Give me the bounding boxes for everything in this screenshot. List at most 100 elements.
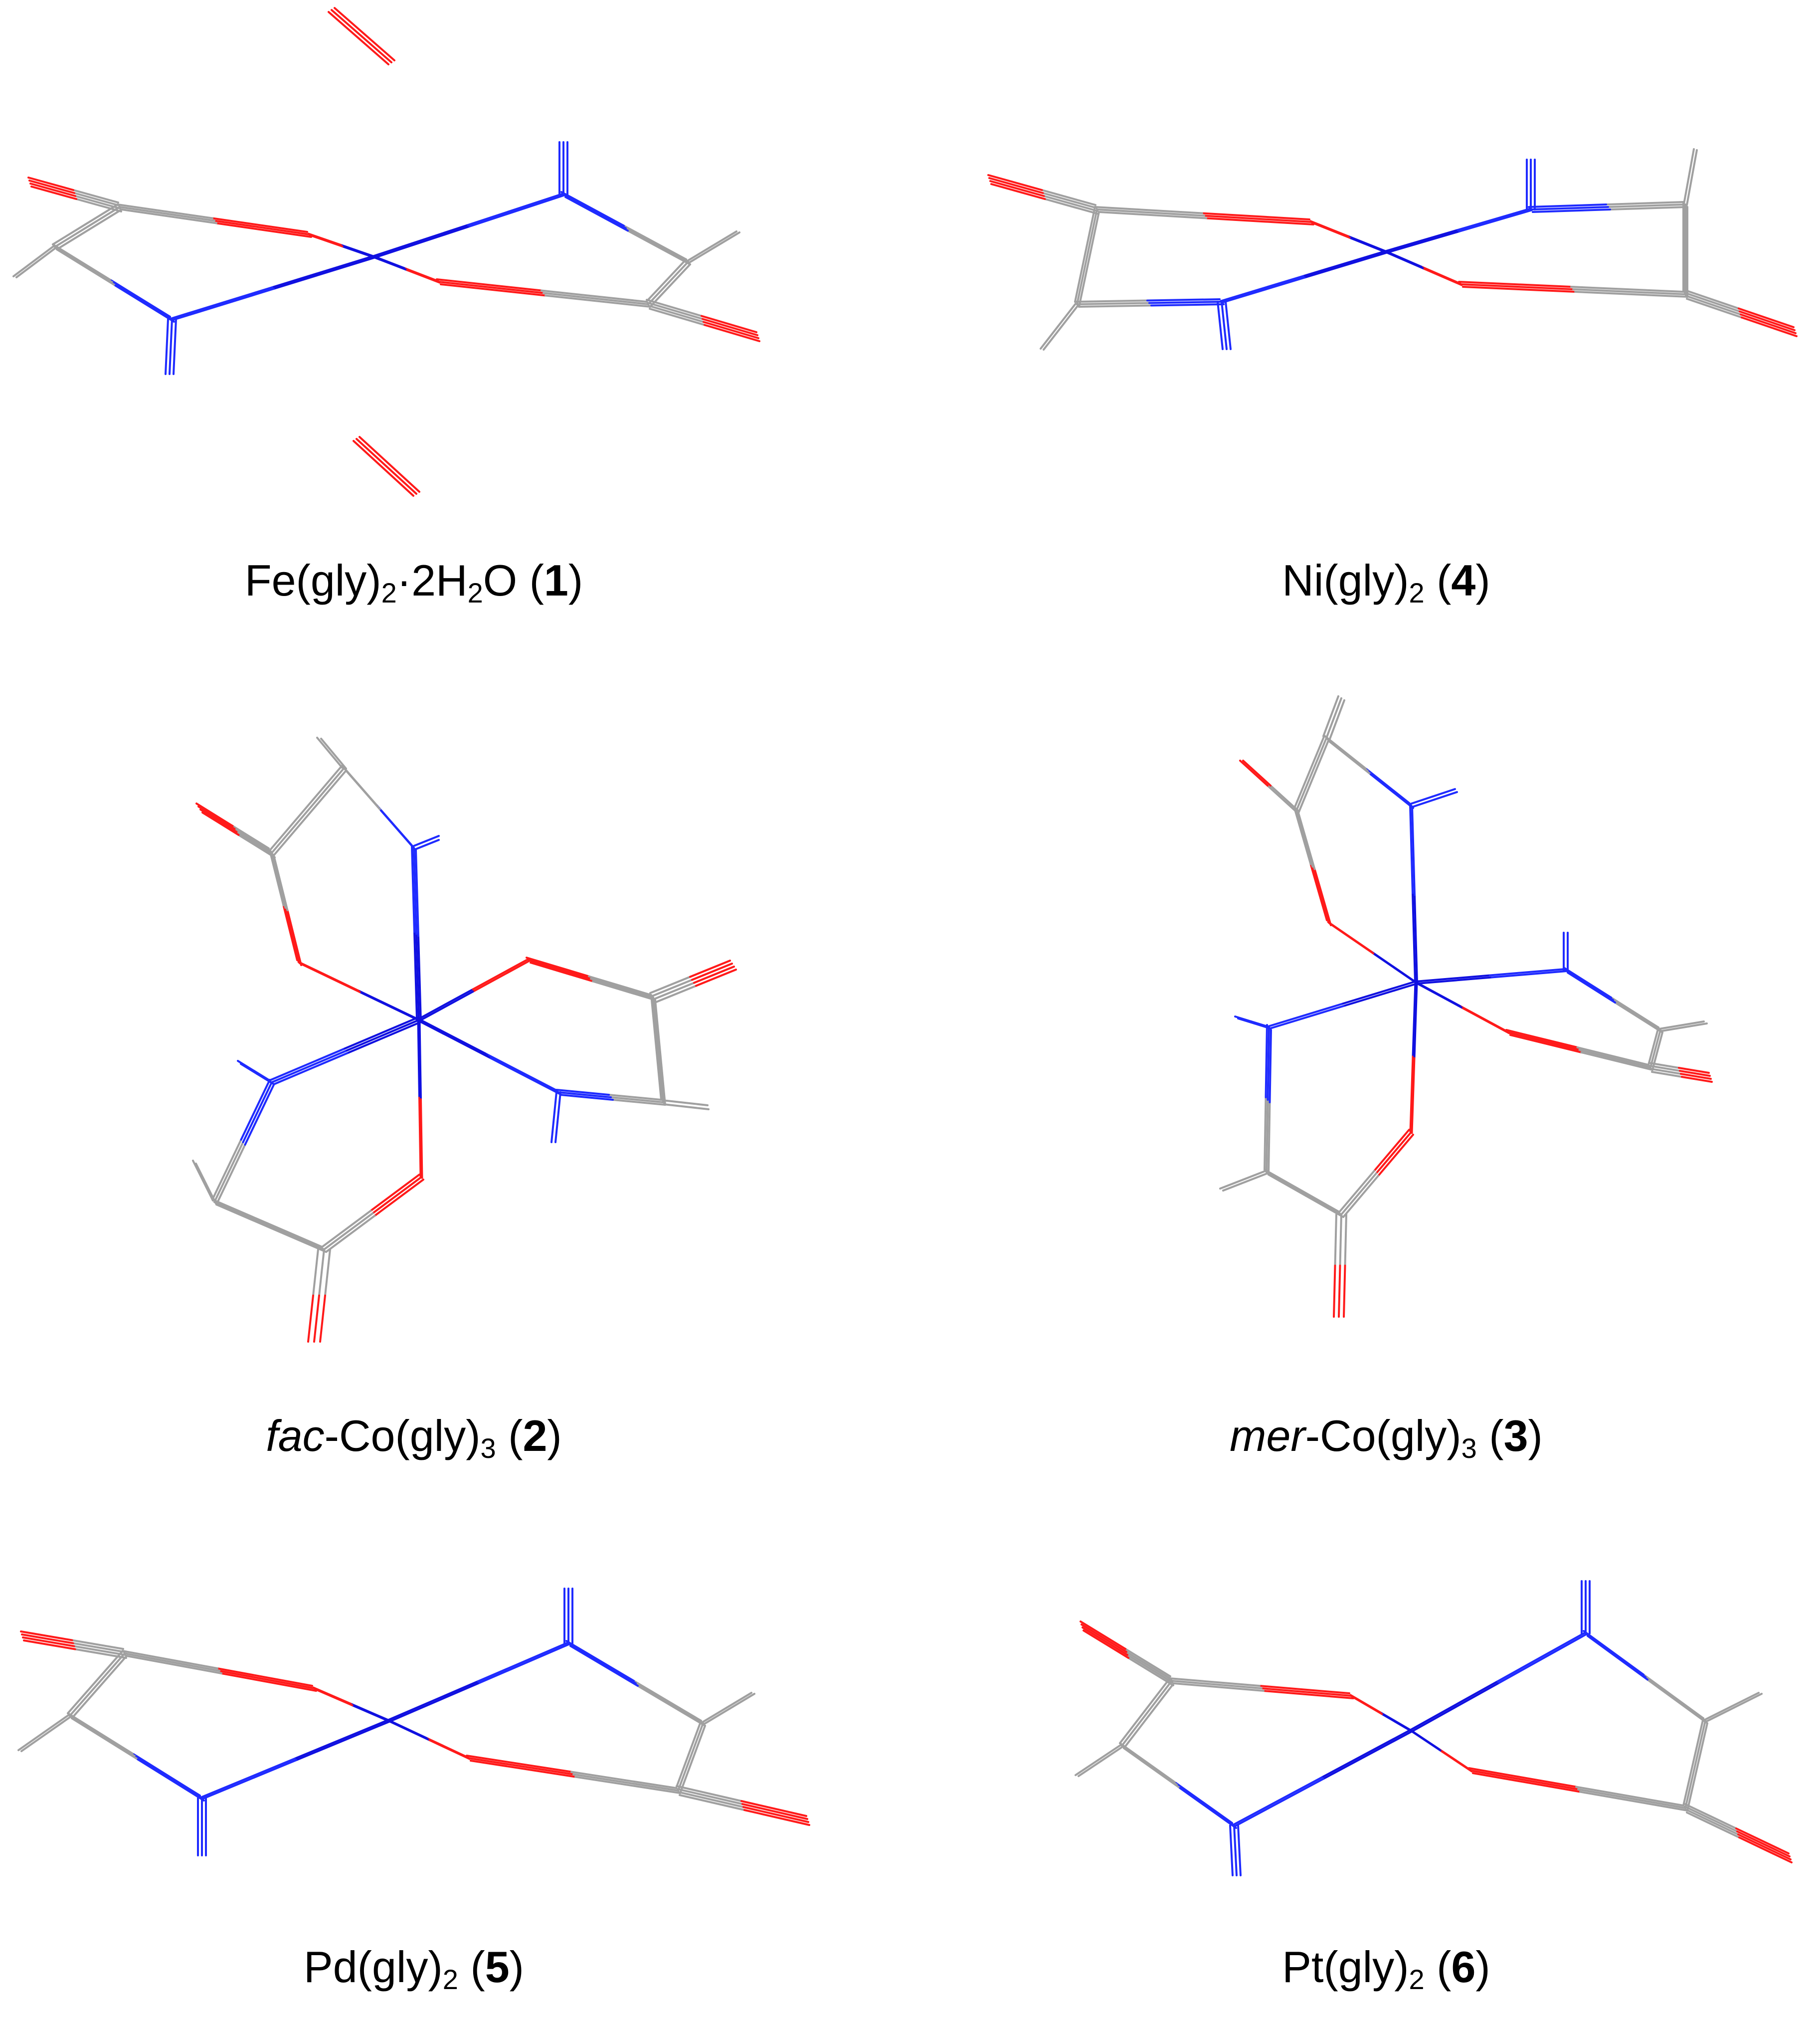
bond-line	[295, 1720, 391, 1761]
bond-line	[1411, 799, 1436, 808]
bond-line	[271, 809, 309, 854]
bond-line	[72, 189, 119, 203]
bond-line	[1682, 1761, 1694, 1807]
bond-line	[1683, 176, 1690, 205]
bond-line	[647, 302, 704, 320]
bond-line	[1232, 1776, 1323, 1826]
bond-line	[373, 256, 408, 271]
bond-line	[201, 1759, 297, 1800]
bond-line	[273, 812, 311, 856]
bond-line	[28, 180, 75, 194]
bond-line	[1706, 1706, 1735, 1722]
bond-line	[413, 847, 417, 935]
bond-line	[676, 1785, 742, 1802]
bond-line	[411, 845, 415, 933]
bond-line	[742, 1806, 809, 1823]
bond-line	[1614, 1002, 1663, 1033]
bond-line	[1472, 1772, 1581, 1793]
bond-line	[1233, 1824, 1237, 1851]
bond-line	[380, 809, 417, 851]
bond-line	[266, 1222, 323, 1248]
bond-line	[1373, 1129, 1410, 1172]
bond-line	[124, 1652, 220, 1672]
bond-line	[550, 1116, 555, 1143]
bond-line	[470, 1760, 576, 1778]
bond-line	[1686, 1766, 1698, 1812]
bond-line	[1234, 1849, 1238, 1876]
bond-line	[1123, 1715, 1150, 1749]
bond-line	[466, 1755, 572, 1773]
bond-line	[1696, 1722, 1708, 1768]
bond-line	[1074, 253, 1086, 303]
bond-line	[1303, 1192, 1342, 1215]
bond-line	[1730, 1692, 1760, 1708]
bond-line	[213, 219, 310, 235]
bond-line	[559, 1094, 614, 1101]
bond-line	[1409, 1055, 1414, 1133]
bond-line	[569, 1645, 639, 1687]
bond-line	[425, 839, 440, 846]
caption-fac-co: fac-Co(gly)3 (2)	[266, 1411, 562, 1464]
bond-line	[321, 1210, 372, 1248]
bond-line	[52, 243, 113, 282]
bond-line	[428, 1739, 471, 1760]
bond-line	[1491, 970, 1568, 979]
bond-line	[667, 261, 689, 284]
bond-line	[1217, 301, 1221, 327]
bond-line	[1253, 1022, 1272, 1029]
bond-line	[314, 1688, 354, 1706]
bond-line	[1266, 1099, 1269, 1173]
bond-line	[417, 935, 422, 1023]
bond-line	[333, 753, 347, 770]
bond-line	[213, 1201, 270, 1227]
bond-line	[1661, 1026, 1685, 1032]
bond-line	[1377, 1134, 1414, 1177]
bond-line	[1267, 785, 1296, 811]
bond-line	[211, 1139, 242, 1201]
bond-line	[345, 770, 382, 811]
panel-pd-gly2-structure	[17, 1588, 810, 1856]
bond-line	[344, 1019, 420, 1052]
bond-line	[1269, 1029, 1272, 1103]
bond-line	[364, 33, 395, 61]
bond-line	[1741, 316, 1798, 337]
bond-line	[472, 958, 529, 991]
bond-line	[371, 1176, 422, 1214]
bond-line	[324, 1248, 331, 1297]
bond-line	[1686, 177, 1693, 206]
bond-line	[543, 292, 649, 305]
bond-line	[96, 1652, 126, 1686]
bond-line	[650, 994, 657, 1048]
bond-line	[1265, 1024, 1268, 1098]
bond-line	[1679, 1070, 1711, 1077]
bond-line	[1688, 148, 1695, 178]
bond-line	[1460, 283, 1574, 290]
bond-line	[1375, 1131, 1412, 1175]
bond-line	[1297, 776, 1314, 814]
bond-line	[1268, 1101, 1271, 1176]
bond-line	[703, 321, 759, 339]
bond-line	[174, 318, 177, 348]
bond-line	[269, 807, 307, 851]
bond-line	[1328, 719, 1338, 741]
bond-line	[413, 931, 418, 1019]
bond-line	[1078, 1760, 1102, 1777]
bond-line	[346, 1021, 422, 1054]
bond-line	[1242, 760, 1272, 787]
bond-line	[420, 1098, 423, 1179]
bond-line	[1340, 981, 1416, 1005]
bond-line	[1683, 289, 1740, 310]
bond-line	[114, 284, 175, 323]
bond-line	[526, 957, 590, 978]
bond-line	[137, 1758, 205, 1802]
bond-line	[740, 1800, 807, 1817]
bond-line	[1293, 807, 1312, 865]
bond-line	[197, 806, 236, 830]
bond-line	[1372, 952, 1418, 985]
bond-line	[1658, 1024, 1682, 1030]
bond-line	[1084, 206, 1096, 255]
bond-line	[316, 737, 331, 754]
bond-line	[990, 183, 1046, 200]
bond-line	[467, 193, 564, 226]
bond-line	[1680, 1020, 1705, 1026]
